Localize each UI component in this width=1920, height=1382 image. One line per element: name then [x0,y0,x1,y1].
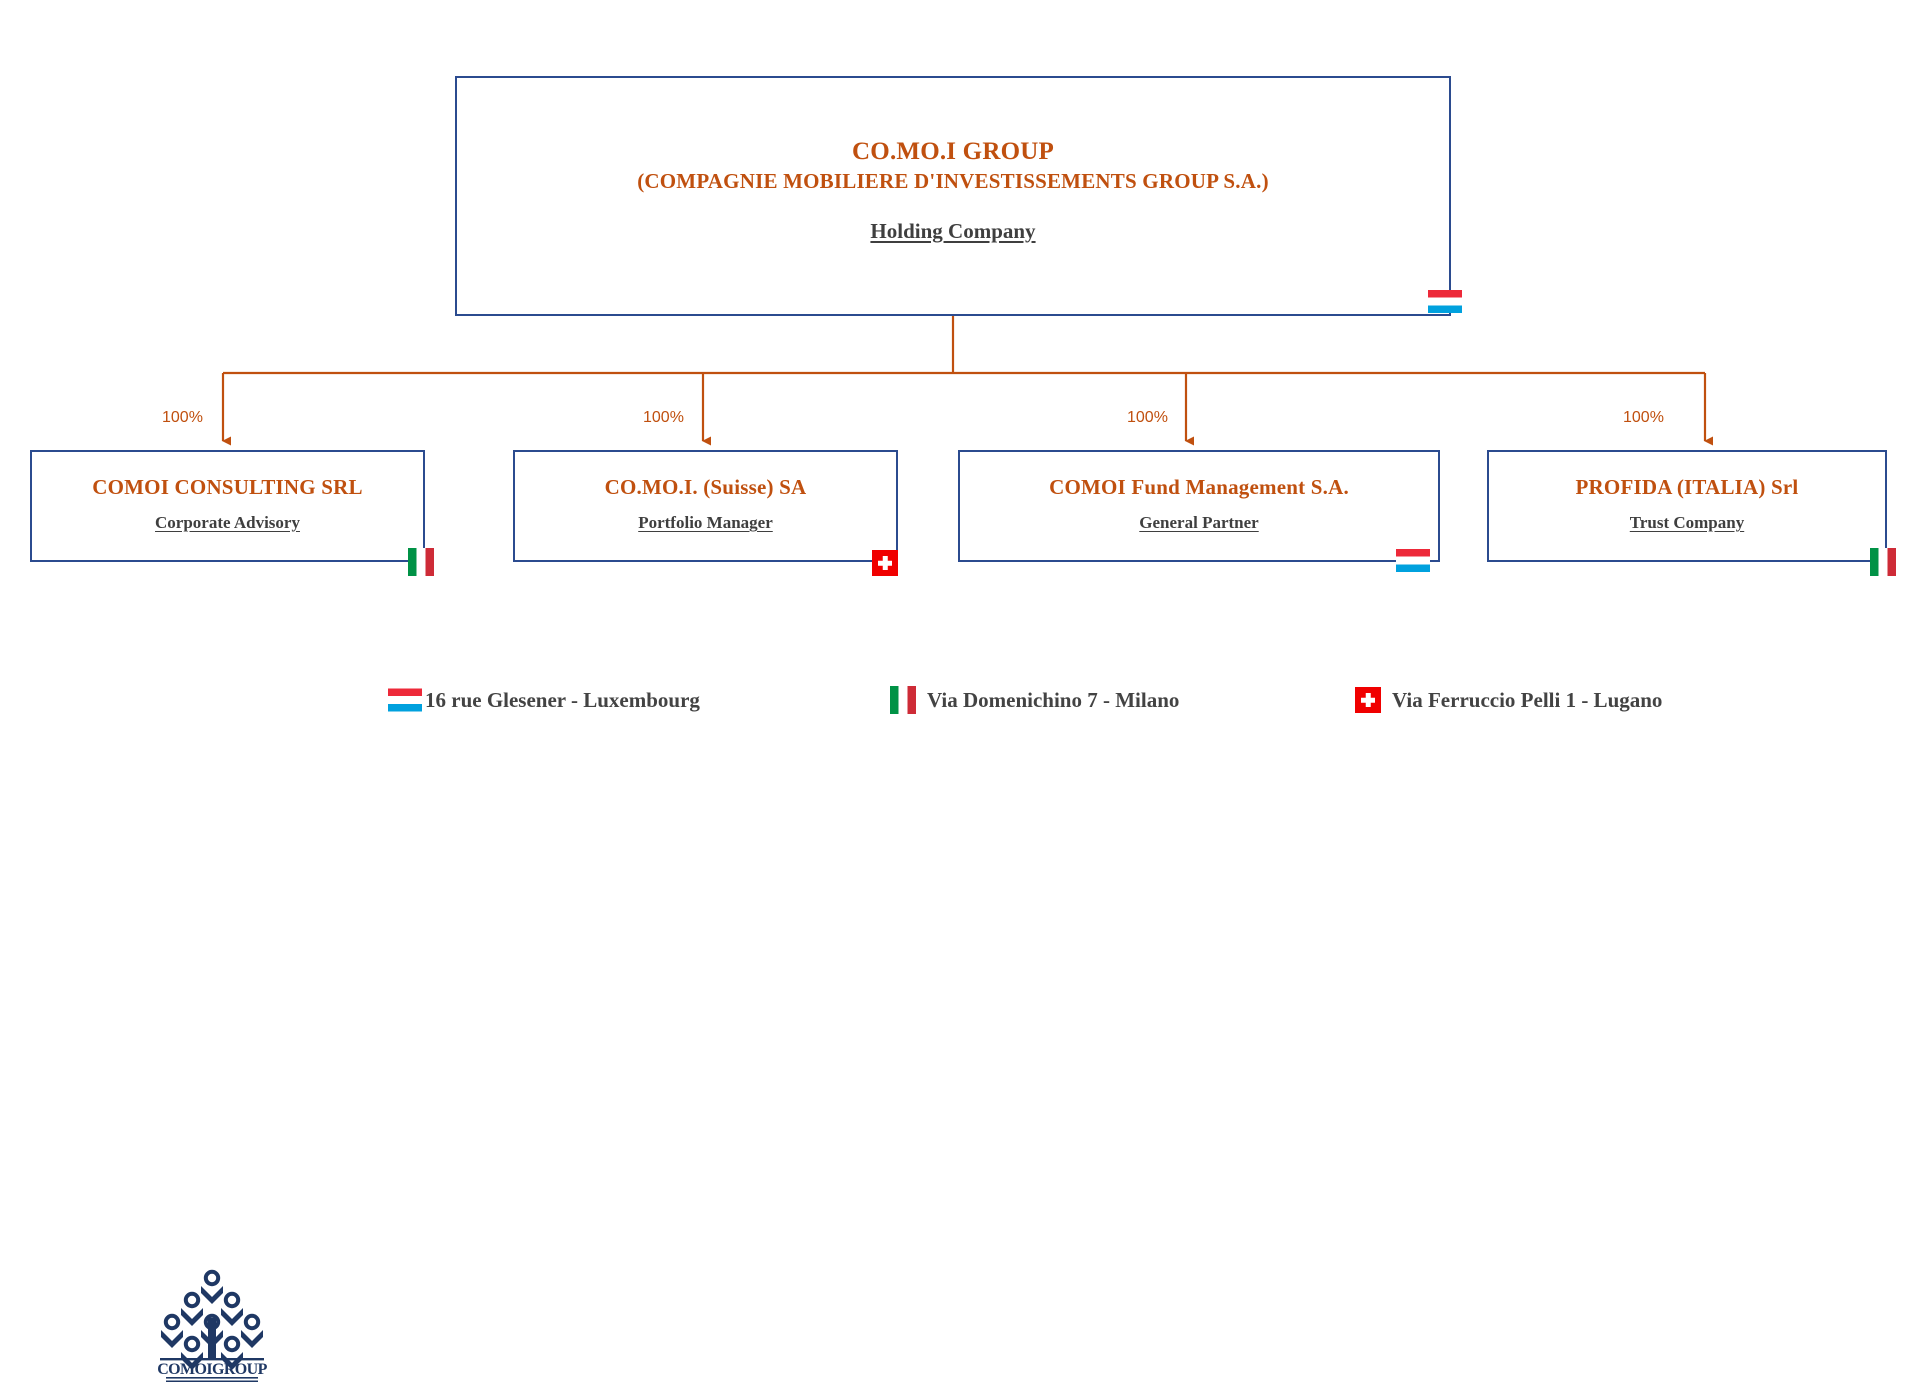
subsidiary-content: COMOI CONSULTING SRL Corporate Advisory [32,474,423,533]
subsidiary-role: General Partner [1139,513,1258,533]
ownership-percent-comoi-suisse: 100% [643,409,684,427]
subsidiary-box-profida-italia[interactable]: PROFIDA (ITALIA) Srl Trust Company [1487,450,1887,562]
luxembourg-flag [1396,549,1430,572]
legend-address: 16 rue Glesener - Luxembourg [425,688,700,713]
luxembourg-flag [1428,290,1462,313]
ownership-percent-comoi-consulting: 100% [162,409,203,427]
logo-wordmark: COMOIGROUP [157,1361,267,1378]
luxembourg-flag [388,689,422,712]
legend-item-milano: Via Domenichino 7 - Milano [890,686,1179,714]
holding-company-title: CO.MO.I GROUP [457,136,1449,167]
holding-company-role: Holding Company [870,219,1035,244]
switzerland-flag [872,550,898,576]
subsidiary-content: CO.MO.I. (Suisse) SA Portfolio Manager [515,474,896,533]
subsidiary-box-comoi-fund-management[interactable]: COMOI Fund Management S.A. General Partn… [958,450,1440,562]
subsidiary-box-comoi-consulting[interactable]: COMOI CONSULTING SRL Corporate Advisory [30,450,425,562]
subsidiary-name: COMOI Fund Management S.A. [960,474,1438,501]
legend-address: Via Domenichino 7 - Milano [927,688,1179,713]
legend-address: Via Ferruccio Pelli 1 - Lugano [1392,688,1662,713]
subsidiary-role: Trust Company [1630,513,1744,533]
italy-flag [1870,548,1896,576]
subsidiary-name: CO.MO.I. (Suisse) SA [515,474,896,501]
holding-company-box[interactable]: CO.MO.I GROUP (COMPAGNIE MOBILIERE D'INV… [455,76,1451,316]
subsidiary-content: PROFIDA (ITALIA) Srl Trust Company [1489,474,1885,533]
legend-item-lugano: Via Ferruccio Pelli 1 - Lugano [1355,686,1662,714]
org-chart: CO.MO.I GROUP (COMPAGNIE MOBILIERE D'INV… [0,0,1920,816]
holding-company-content: CO.MO.I GROUP (COMPAGNIE MOBILIERE D'INV… [457,136,1449,244]
subsidiary-name: COMOI CONSULTING SRL [32,474,423,501]
legend: COMOIGROUP 16 rue Glesener - Luxembourg … [0,630,1920,790]
legend-flag-wrapper [388,686,418,714]
subsidiary-role: Portfolio Manager [638,513,773,533]
ownership-percent-comoi-fund-management: 100% [1127,409,1168,427]
legend-flag-wrapper [1355,686,1385,714]
subsidiary-role: Corporate Advisory [155,513,300,533]
holding-company-legal-name: (COMPAGNIE MOBILIERE D'INVESTISSEMENTS G… [457,167,1449,195]
ownership-percent-profida-italia: 100% [1623,409,1664,427]
italy-flag [408,548,434,576]
subsidiary-box-comoi-suisse[interactable]: CO.MO.I. (Suisse) SA Portfolio Manager [513,450,898,562]
legend-flag-wrapper [890,686,920,714]
subsidiary-content: COMOI Fund Management S.A. General Partn… [960,474,1438,533]
italy-flag [890,686,916,714]
subsidiary-name: PROFIDA (ITALIA) Srl [1489,474,1885,501]
legend-item-luxembourg: 16 rue Glesener - Luxembourg [388,686,700,714]
switzerland-flag [1355,687,1381,713]
comoi-group-logo: COMOIGROUP [152,1262,272,1382]
